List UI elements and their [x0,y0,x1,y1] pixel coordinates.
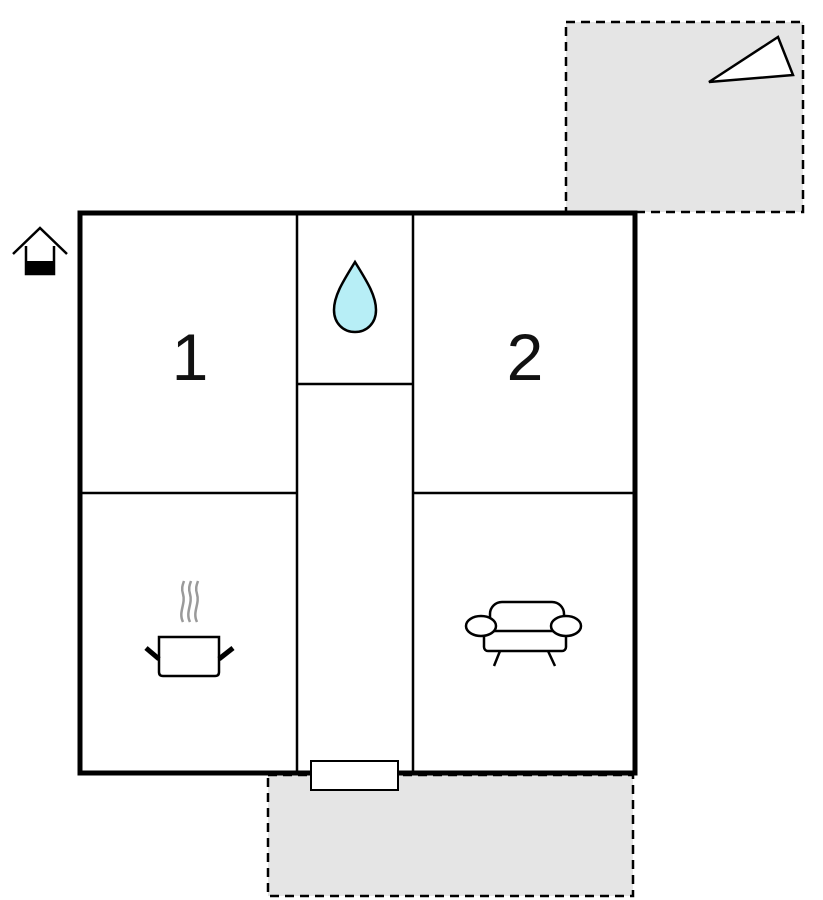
bedroom-2-number: 2 [507,320,544,394]
water-drop-icon [332,259,378,334]
compass-triangle-icon [708,35,795,84]
bedroom-1-number: 1 [172,320,209,394]
sofa-icon [464,600,583,667]
entrance-door [310,760,399,791]
building [77,210,638,791]
house-icon [12,226,68,276]
cooking-pot-icon [144,580,235,678]
terrace-bottom [266,773,635,898]
